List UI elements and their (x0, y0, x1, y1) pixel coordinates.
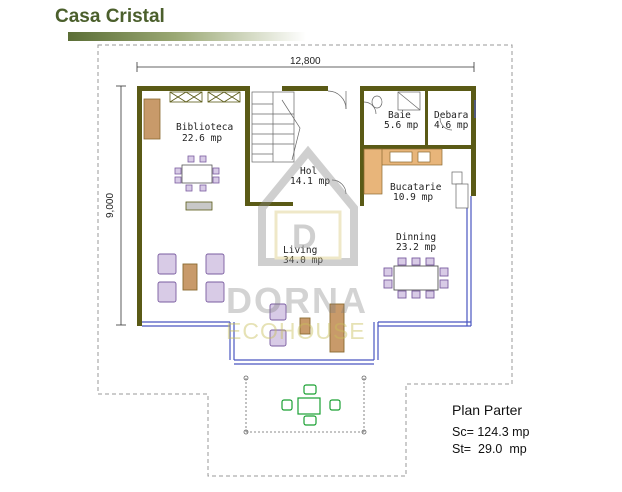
watermark-subtext: ECOHOUSE (226, 318, 366, 344)
exterior-walls (137, 86, 476, 326)
living-furniture (157, 253, 345, 353)
legend-title: Plan Parter (452, 402, 523, 418)
page-title: Casa Cristal (55, 6, 165, 27)
room-dinning-area: 23.2 mp (396, 242, 436, 253)
room-biblioteca-name: Biblioteca (176, 122, 233, 133)
room-baie-name: Baie (388, 110, 411, 121)
legend-sc: Sc= 124.3 mp (452, 425, 530, 439)
room-baie-area: 5.6 mp (384, 120, 419, 131)
room-hol-area: 14.1 mp (290, 176, 330, 187)
legend-st: St= 29.0 mp (452, 442, 527, 456)
dimension-width-label: 12,800 (290, 56, 321, 67)
terrace (243, 375, 367, 435)
room-debara-name: Debara (434, 110, 468, 121)
doors (327, 90, 453, 195)
room-biblioteca-area: 22.6 mp (182, 133, 222, 144)
title-underline (68, 32, 306, 41)
room-living-area: 34.0 mp (283, 255, 323, 266)
terrace-furniture (281, 384, 341, 426)
watermark-text: DORNA (226, 280, 368, 321)
site-boundary (97, 44, 513, 477)
bathroom-fixtures (371, 91, 421, 111)
kitchen-counter (363, 148, 469, 209)
dimension-depth-label: 9,000 (105, 193, 116, 218)
dimension-left (116, 85, 126, 326)
room-dinning-name: Dinning (396, 232, 436, 243)
svg-text:D: D (292, 218, 317, 256)
library-furniture (143, 98, 220, 211)
glass-walls (142, 100, 476, 365)
plan-legend: Plan Parter Sc= 124.3 mp St= 29.0 mp (452, 402, 529, 458)
room-bucatarie-area: 10.9 mp (393, 192, 433, 203)
windows (169, 91, 241, 103)
room-living-name: Living (283, 245, 317, 256)
room-debara-area: 4.6 mp (434, 120, 469, 131)
dimension-top (136, 62, 475, 72)
staircase (251, 91, 301, 163)
watermark-logo: D (258, 145, 358, 266)
dining-furniture (383, 257, 449, 299)
room-bucatarie-name: Bucatarie (390, 182, 442, 193)
room-hol-name: Hol (300, 166, 317, 177)
